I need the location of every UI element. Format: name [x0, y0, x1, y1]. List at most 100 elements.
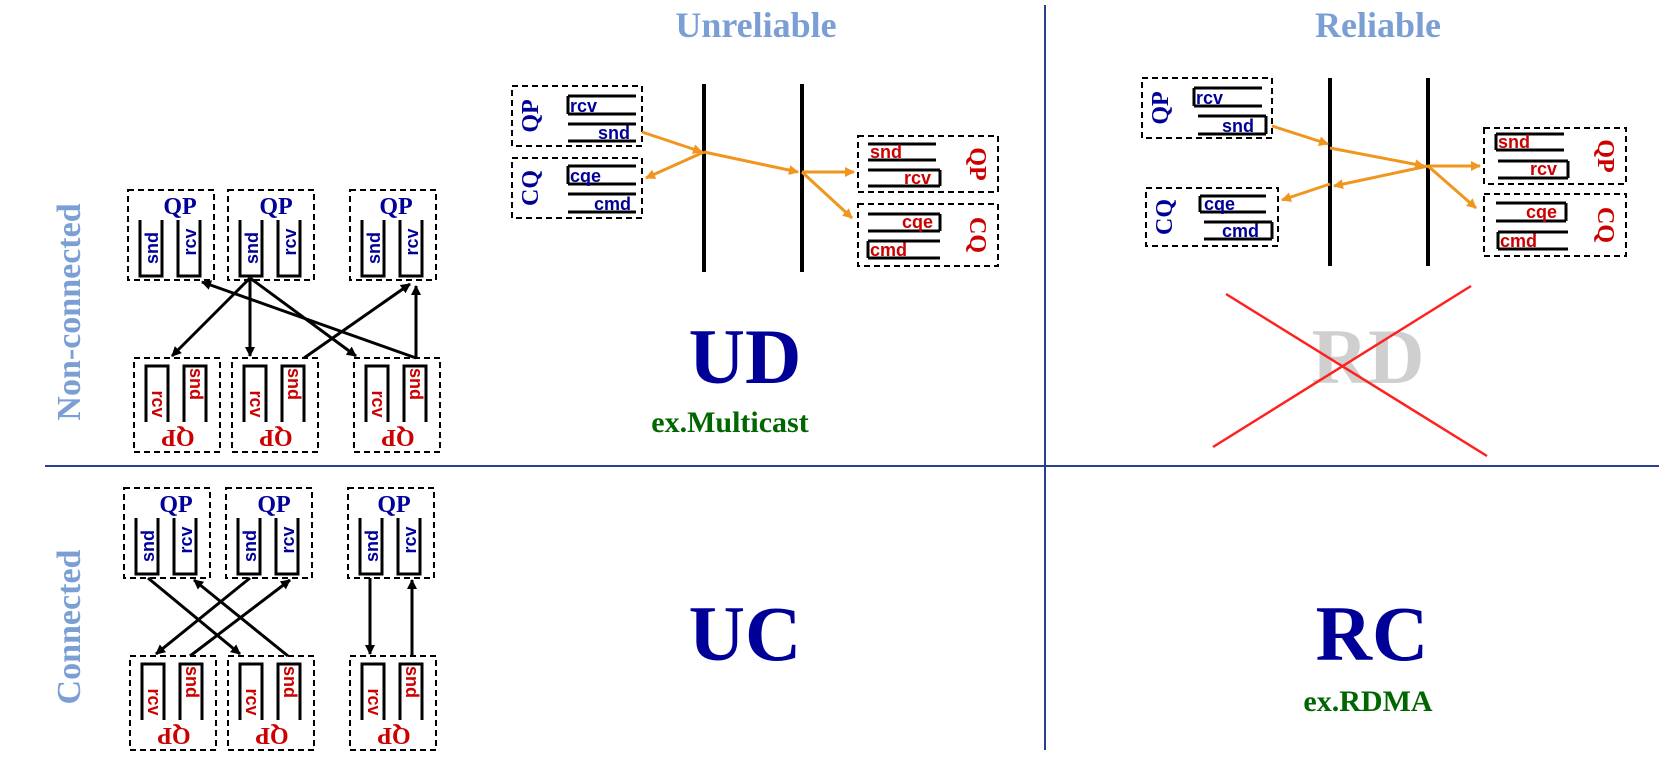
rcv-label: rcv: [368, 390, 388, 417]
qp-label: QP: [377, 722, 410, 748]
qp-label: QP: [163, 194, 196, 220]
queue-pair-bottom: rcv snd QP: [349, 655, 437, 751]
snd-label: snd: [142, 232, 162, 264]
connected-pairs: QP snd rcv QP snd rcv QP snd rcv rcv: [123, 487, 437, 751]
rd-cross-mark: [1212, 284, 1488, 458]
non-connected-mesh: QP snd rcv QP snd rcv QP snd rcv: [127, 189, 441, 453]
qp-label: QP: [257, 492, 290, 518]
qp-label: QP: [255, 722, 288, 748]
queue-pair-top: QP snd rcv: [127, 189, 215, 281]
snd-label: snd: [240, 530, 260, 562]
connected-arrows: [147, 576, 417, 658]
queue-pair-bottom: rcv snd QP: [231, 357, 319, 453]
snd-label: snd: [362, 530, 382, 562]
snd-label: snd: [364, 232, 384, 264]
snd-label: snd: [186, 368, 206, 400]
rcv-label: rcv: [1196, 88, 1223, 108]
rcv-label: rcv: [570, 96, 597, 116]
queue-pair-bottom: rcv snd QP: [129, 655, 217, 751]
qp-label: QP: [379, 194, 412, 220]
queue-pair-top: QP snd rcv: [349, 189, 437, 281]
queue-pair-bottom: rcv snd QP: [133, 357, 221, 453]
qp-label: QP: [1592, 139, 1618, 172]
cqe-label: cqe: [902, 212, 933, 232]
qp-label: QP: [964, 147, 990, 180]
cq-label: CQ: [1152, 199, 1178, 235]
snd-label: snd: [284, 368, 304, 400]
rcv-label: rcv: [904, 168, 931, 188]
completion-queue-remote: cqe cmd CQ: [1483, 193, 1627, 257]
queue-pair-bottom: rcv snd QP: [227, 655, 315, 751]
snd-label: snd: [406, 368, 426, 400]
queue-pair-bottom: rcv snd QP: [353, 357, 441, 453]
cq-label: CQ: [1592, 207, 1618, 243]
qp-label: QP: [377, 492, 410, 518]
cell-code-rc: RC: [1316, 590, 1429, 677]
queue-pair-remote: snd rcv QP: [857, 135, 999, 193]
qp-label: QP: [1148, 91, 1174, 124]
qp-label: QP: [161, 424, 194, 450]
cq-label: CQ: [964, 217, 990, 253]
snd-label: snd: [242, 232, 262, 264]
row-header-connected: Connected: [51, 549, 88, 704]
queue-pair-top: QP snd rcv: [347, 487, 435, 579]
qp-label: QP: [259, 424, 292, 450]
cmd-label: cmd: [1500, 231, 1537, 251]
qp-label: QP: [157, 722, 190, 748]
snd-label: snd: [870, 142, 902, 162]
snd-label: snd: [402, 666, 422, 698]
queue-pair-remote: snd rcv QP: [1483, 127, 1627, 185]
qp-label: QP: [381, 424, 414, 450]
ud-flow: QP rcv snd CQ cqe cmd: [511, 84, 999, 272]
snd-label: snd: [1222, 116, 1254, 136]
rcv-label: rcv: [148, 390, 168, 417]
snd-label: snd: [182, 666, 202, 698]
rcv-label: rcv: [278, 526, 298, 553]
rcv-label: rcv: [400, 526, 420, 553]
snd-label: snd: [280, 666, 300, 698]
cqe-label: cqe: [570, 166, 601, 186]
cell-example-rc: ex.RDMA: [1303, 685, 1432, 718]
column-header-reliable: Reliable: [1315, 5, 1441, 45]
rcv-label: rcv: [402, 228, 422, 255]
qp-label: QP: [159, 492, 192, 518]
rcv-label: rcv: [280, 228, 300, 255]
rcv-label: rcv: [1530, 159, 1557, 179]
snd-label: snd: [598, 123, 630, 143]
cell-example-ud: ex.Multicast: [651, 406, 808, 439]
qp-label: QP: [518, 99, 544, 132]
queue-pair-top: QP snd rcv: [225, 487, 313, 579]
rcv-label: rcv: [180, 228, 200, 255]
queue-pair-top: QP snd rcv: [123, 487, 211, 579]
row-header-non-connected: Non-connected: [51, 203, 88, 420]
qp-label: QP: [259, 194, 292, 220]
cmd-label: cmd: [1222, 221, 1259, 241]
queue-pair-top: QP snd rcv: [227, 189, 315, 281]
rcv-label: rcv: [144, 688, 164, 715]
queue-pair: QP rcv snd: [1141, 77, 1273, 139]
rd-flow: QP rcv snd CQ cqe cmd: [1141, 77, 1627, 266]
queue-pair: QP rcv snd: [511, 85, 643, 147]
rd-packet-arrows: [1271, 124, 1481, 210]
cq-label: CQ: [518, 170, 544, 206]
ud-packet-arrows: [641, 130, 855, 220]
snd-label: snd: [1498, 132, 1530, 152]
cmd-label: cmd: [870, 240, 907, 260]
rcv-label: rcv: [364, 688, 384, 715]
rcv-label: rcv: [246, 390, 266, 417]
snd-label: snd: [138, 530, 158, 562]
column-header-unreliable: Unreliable: [675, 5, 836, 45]
cell-code-uc: UC: [689, 590, 802, 677]
cqe-label: cqe: [1526, 202, 1557, 222]
non-connected-arrows: [170, 276, 421, 360]
completion-queue: CQ cqe cmd: [1145, 187, 1279, 247]
cmd-label: cmd: [594, 194, 631, 214]
completion-queue-remote: cqe cmd CQ: [857, 203, 999, 267]
completion-queue: CQ cqe cmd: [511, 157, 643, 219]
rcv-label: rcv: [242, 688, 262, 715]
cqe-label: cqe: [1204, 194, 1235, 214]
cell-code-ud: UD: [689, 313, 802, 400]
rcv-label: rcv: [176, 526, 196, 553]
